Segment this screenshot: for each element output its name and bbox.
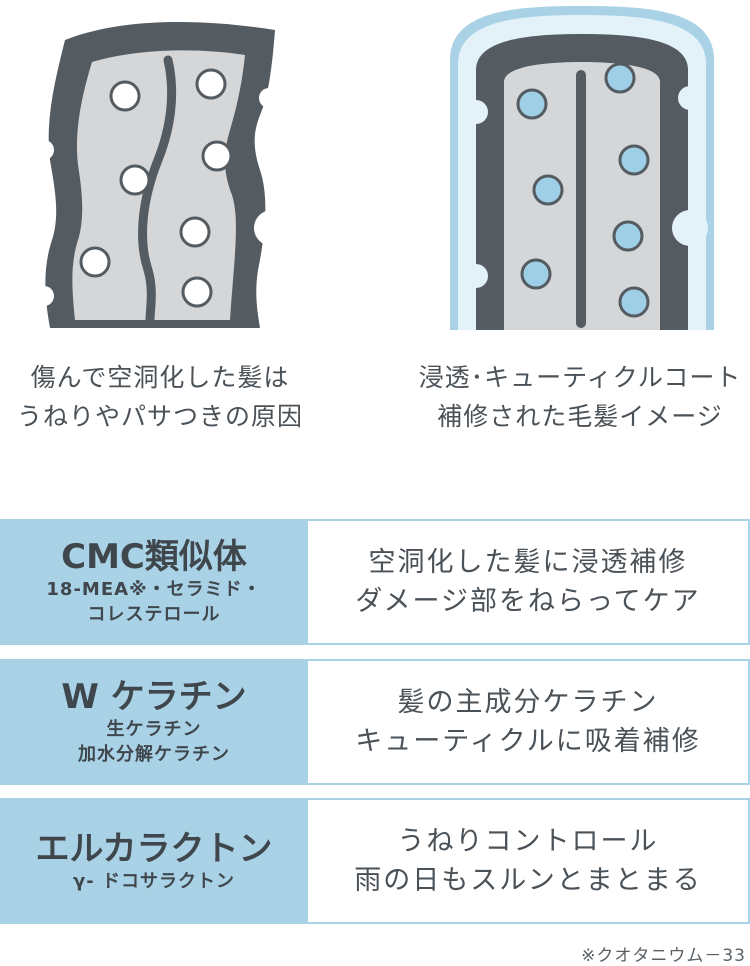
ingredient-desc-line2: ダメージ部をねらってケア (355, 586, 701, 617)
caption-damaged: 傷んで空洞化した髪は うねりやパサつきの原因 (0, 358, 320, 436)
ingredient-sub-line1: γ- ドコサラクトン (73, 870, 235, 892)
ingredient-name-cell: CMC類似体 18-MEA※・セラミド・ コレステロール (0, 519, 308, 645)
damaged-hair-illustration (30, 0, 290, 330)
ingredient-sub-line1: 18-MEA※・セラミド・ (46, 579, 262, 600)
ingredient-sub-line2: 加水分解ケラチン (78, 744, 230, 765)
repaired-hair-illustration (446, 0, 718, 330)
caption-damaged-line2: うねりやパサつきの原因 (16, 402, 303, 431)
ingredient-name-cell: W ケラチン 生ケラチン 加水分解ケラチン (0, 659, 308, 785)
ingredient-desc-line2: キューティクルに吸着補修 (355, 726, 701, 757)
ingredient-desc-line1: 空洞化した髪に浸透補修 (368, 547, 688, 578)
ingredient-row-cmc: CMC類似体 18-MEA※・セラミド・ コレステロール 空洞化した髪に浸透補修… (0, 519, 750, 645)
ingredient-description-cell: 空洞化した髪に浸透補修 ダメージ部をねらってケア (308, 519, 750, 645)
caption-repaired-line1: 浸透･キューティクルコート (418, 363, 742, 392)
ingredient-desc-line1: うねりコントロール (397, 826, 659, 857)
ingredient-description-cell: 髪の主成分ケラチン キューティクルに吸着補修 (308, 659, 750, 785)
ingredient-title: W ケラチン (61, 677, 247, 717)
ingredient-sub-line1: 生ケラチン (106, 719, 202, 740)
ingredient-title: CMC類似体 (61, 537, 247, 577)
ingredient-row-keratin: W ケラチン 生ケラチン 加水分解ケラチン 髪の主成分ケラチン キューティクルに… (0, 659, 750, 785)
ingredient-row-erucalactone: エルカラクトン γ- ドコサラクトン うねりコントロール 雨の日もスルンとまとま… (0, 798, 750, 924)
footnote: ※クオタニウム－33 (581, 946, 746, 966)
ingredient-name-cell: エルカラクトン γ- ドコサラクトン (0, 798, 308, 924)
ingredient-sub-line2: コレステロール (87, 604, 221, 625)
caption-repaired: 浸透･キューティクルコート 補修された毛髪イメージ (410, 358, 750, 436)
caption-repaired-line2: 補修された毛髪イメージ (437, 402, 723, 431)
ingredient-desc-line1: 髪の主成分ケラチン (397, 687, 659, 718)
ingredient-title: エルカラクトン (35, 828, 273, 869)
ingredient-description-cell: うねりコントロール 雨の日もスルンとまとまる (308, 798, 750, 924)
caption-damaged-line1: 傷んで空洞化した髪は (30, 363, 290, 392)
ingredient-desc-line2: 雨の日もスルンとまとまる (354, 865, 702, 896)
